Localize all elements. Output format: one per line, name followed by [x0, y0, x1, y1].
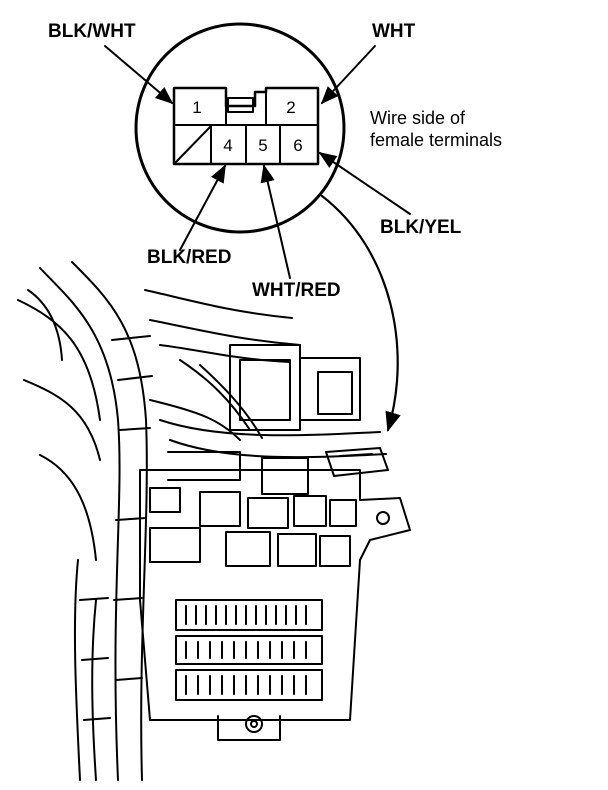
leader-blk-wht — [104, 45, 174, 105]
leader-blk-red — [179, 164, 226, 251]
leader-location-curve — [320, 194, 401, 432]
connector-diagram: 1 2 4 5 6 — [172, 86, 320, 166]
label-wht-red: WHT/RED — [252, 280, 341, 301]
leader-wht-red — [260, 164, 291, 279]
note-line-2: female terminals — [370, 130, 502, 150]
fuse-box-illustration — [17, 261, 411, 781]
pin-1-label: 1 — [192, 98, 201, 117]
leader-blk-yel — [318, 151, 411, 215]
pin-6-label: 6 — [293, 136, 302, 155]
note-line-1: Wire side of — [370, 108, 466, 128]
leader-wht — [320, 45, 376, 105]
pin-2-label: 2 — [286, 98, 295, 117]
label-wht: WHT — [372, 21, 416, 42]
pin-4-label: 4 — [223, 136, 232, 155]
pin-5-label: 5 — [258, 136, 267, 155]
label-blk-yel: BLK/YEL — [380, 217, 462, 238]
label-blk-wht: BLK/WHT — [48, 21, 136, 42]
label-blk-red: BLK/RED — [147, 247, 231, 268]
magnifier-circle — [134, 22, 346, 234]
